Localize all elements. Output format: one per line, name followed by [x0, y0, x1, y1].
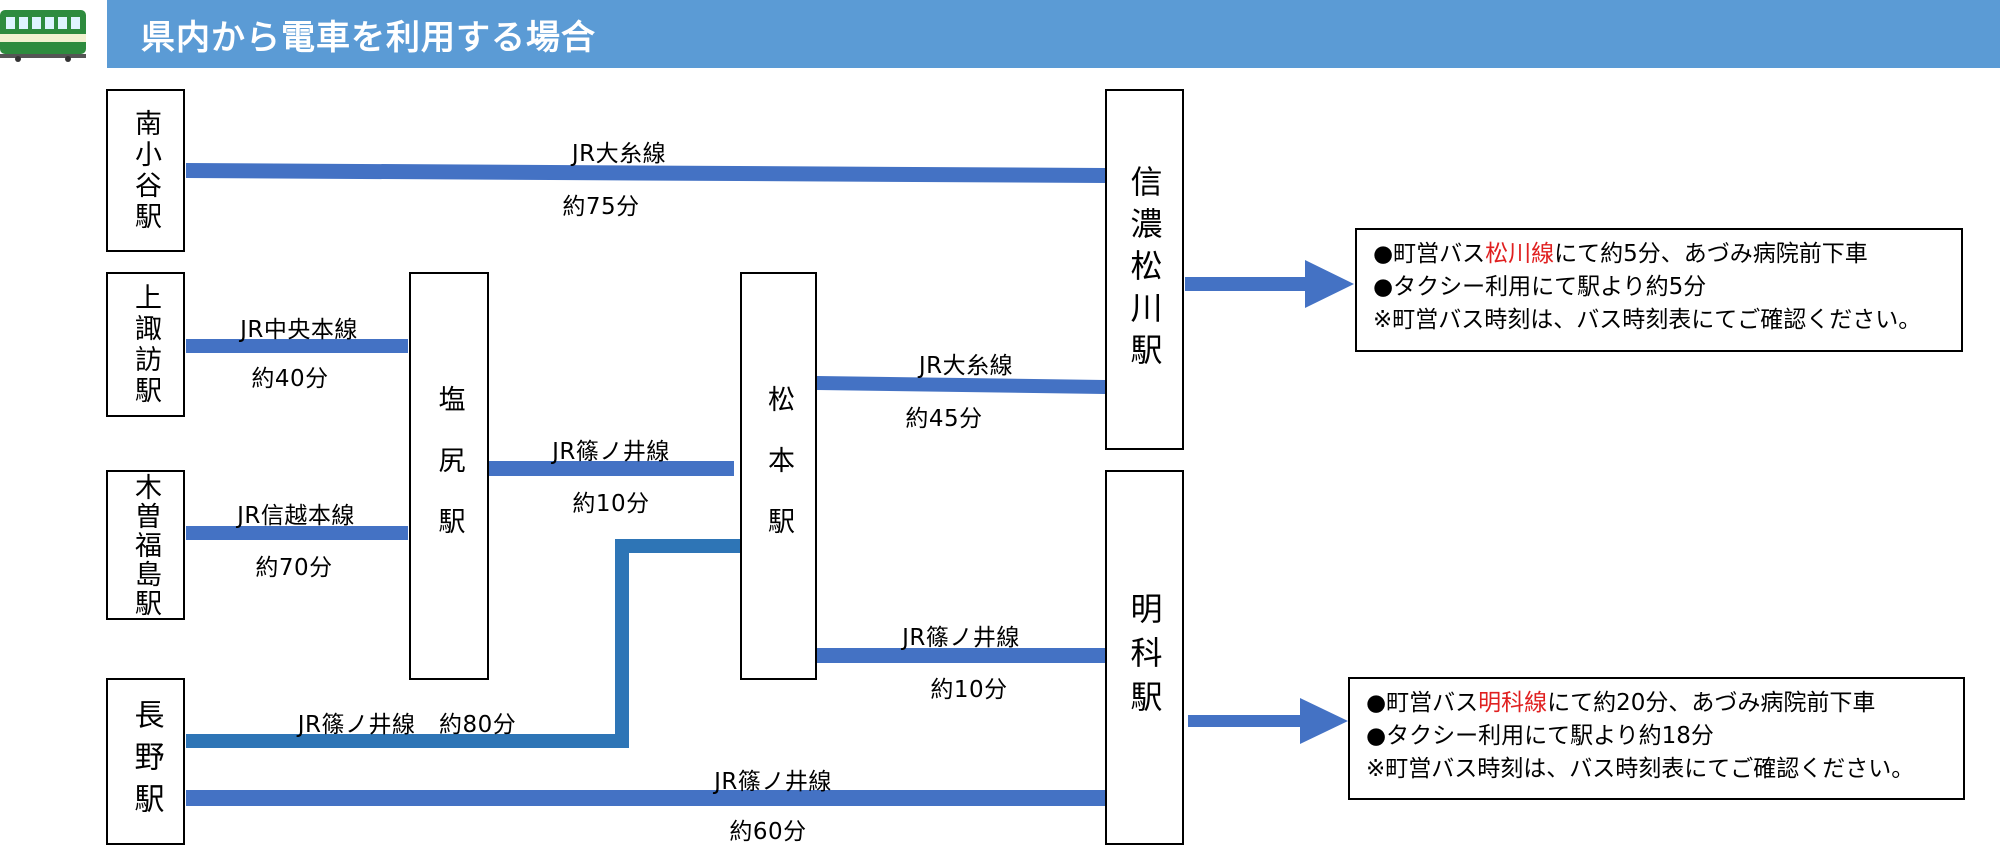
station-shiojiri: 塩尻駅	[409, 272, 489, 680]
line-nagano-akashina	[186, 790, 1107, 806]
station-kiso-fukushima: 木曽福島駅	[106, 470, 185, 620]
route-label-line: JR中央本線	[240, 317, 358, 343]
line-matsumoto-akashina	[817, 648, 1105, 663]
info-note: ※町営バス時刻は、バス時刻表にてご確認ください。	[1366, 756, 1915, 782]
info-box-akashina: ●町営バス明科線にて約20分、あづみ病院前下車 ●タクシー利用にて駅より約18分…	[1348, 677, 1965, 800]
arrow-matsukawa	[1185, 260, 1354, 308]
route-label-time: 約40分	[251, 366, 329, 392]
line-shiojiri-matsumoto	[489, 461, 734, 476]
info-taxi-line: ●タクシー利用にて駅より約18分	[1366, 723, 1714, 749]
route-label-time: 約70分	[255, 555, 333, 581]
header-bar: 県内から電車を利用する場合	[107, 0, 2000, 68]
info-note: ※町営バス時刻は、バス時刻表にてご確認ください。	[1373, 307, 1922, 333]
route-label-time: 約75分	[562, 194, 640, 220]
station-kami-suwa: 上諏訪駅	[106, 272, 185, 417]
station-nagano: 長野駅	[106, 678, 185, 845]
arrow-akashina	[1188, 698, 1348, 744]
route-label-time: 約10分	[930, 677, 1008, 703]
line-matsumoto-matsukawa	[817, 376, 1105, 394]
train-icon	[0, 10, 86, 62]
info-taxi-line: ●タクシー利用にて駅より約5分	[1373, 274, 1707, 300]
route-label-line: JR大糸線	[571, 141, 667, 167]
line-kami-suwa-shiojiri	[186, 339, 408, 353]
route-label-line: JR大糸線	[918, 353, 1014, 379]
route-label-time: 約45分	[905, 406, 983, 432]
info-bus-line: ●町営バス明科線にて約20分、あづみ病院前下車	[1366, 690, 1876, 716]
line-nagano-matsumoto	[186, 539, 740, 748]
info-bus-line: ●町営バス松川線にて約5分、あづみ病院前下車	[1373, 241, 1868, 267]
station-shinano-matsukawa: 信濃松川駅	[1105, 89, 1184, 450]
route-label-line: JR篠ノ井線	[714, 769, 832, 795]
route-label-line: JR篠ノ井線 約80分	[297, 712, 517, 738]
route-label-line: JR篠ノ井線	[552, 439, 670, 465]
station-minami-otari: 南小谷駅	[106, 89, 185, 252]
route-label-line: JR信越本線	[237, 503, 355, 529]
station-akashina: 明科駅	[1105, 470, 1184, 845]
route-label-time: 約10分	[572, 491, 650, 517]
line-minami-otari-matsukawa	[186, 163, 1105, 183]
line-kiso-fukushima-shiojiri	[186, 526, 408, 540]
route-label-line: JR篠ノ井線	[902, 625, 1020, 651]
page-title: 県内から電車を利用する場合	[141, 18, 596, 58]
info-box-matsukawa: ●町営バス松川線にて約5分、あづみ病院前下車 ●タクシー利用にて駅より約5分 ※…	[1355, 228, 1963, 352]
route-label-time: 約60分	[729, 819, 807, 845]
station-matsumoto: 松本駅	[740, 272, 817, 680]
